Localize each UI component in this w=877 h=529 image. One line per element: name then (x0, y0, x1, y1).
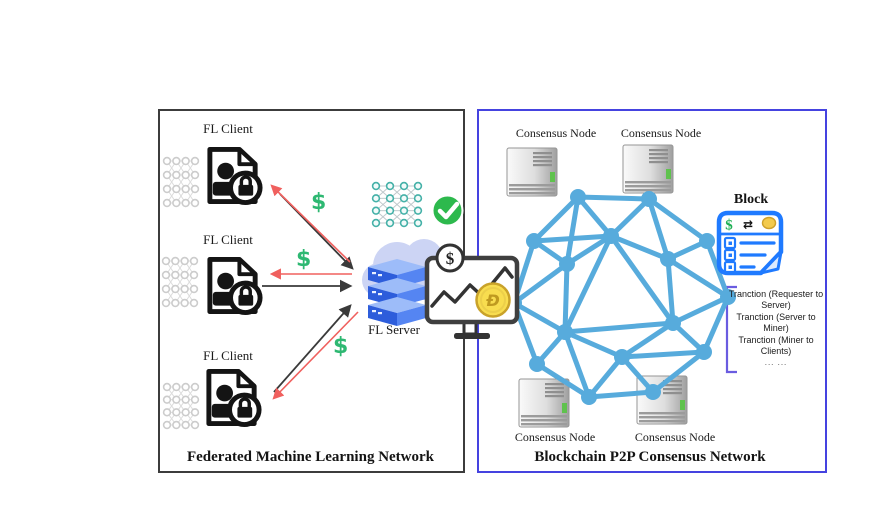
fl-client-3-label: FL Client (203, 348, 253, 363)
fl-client-2-label: FL Client (203, 232, 253, 247)
price-badge-icon: $ (435, 243, 465, 273)
block-ledger-icon: $ ⇄ (716, 210, 784, 276)
transactions-bracket (725, 285, 737, 374)
block-title: Block (733, 192, 769, 207)
client-data-lock-icon (202, 254, 265, 316)
neural-network-icon (161, 256, 199, 308)
reward-arrow-client1 (270, 184, 351, 263)
p2p-network-graph (505, 182, 737, 410)
consensus-node-label: Consensus Node (514, 430, 596, 444)
transaction-ellipsis: ... ... (764, 358, 788, 367)
svg-text:$: $ (446, 249, 455, 268)
global-model-neural-network-icon (371, 181, 423, 228)
client-data-lock-icon (202, 144, 265, 206)
upload-arrow-client3 (273, 304, 352, 393)
transaction-item: Tranction (Requester to Server) (728, 289, 824, 310)
transactions-list: Tranction (Requester to Server) Tranctio… (723, 289, 829, 369)
fl-client-1-label: FL Client (203, 121, 253, 136)
transaction-item: Tranction (Miner to Clients) (738, 335, 814, 356)
dollar-icon: $ (311, 190, 327, 215)
consensus-node-label: Consensus Node (634, 430, 716, 444)
dollar-icon: $ (333, 334, 349, 359)
coin-icon (761, 216, 777, 230)
monitor-chart-icon: Đ $ (424, 243, 520, 339)
server-stack-icon (368, 259, 426, 326)
consensus-node-label: Consensus Node (515, 126, 597, 140)
right-panel-title: Blockchain P2P Consensus Network (534, 449, 766, 465)
transfer-arrows-icon: ⇄ (743, 218, 753, 232)
dash-coin-icon: Đ (475, 282, 511, 318)
reward-arrow-client3 (272, 311, 359, 400)
left-panel-title: Federated Machine Learning Network (186, 449, 435, 465)
block-dollar-icon: $ (725, 218, 733, 234)
consensus-node-label: Consensus Node (620, 126, 702, 140)
neural-network-icon (162, 156, 200, 208)
block-list-rows (723, 236, 776, 274)
dollar-icon: $ (296, 247, 312, 272)
neural-network-icon (162, 382, 200, 430)
check-icon (431, 194, 464, 227)
svg-text:Đ: Đ (485, 291, 500, 310)
client-data-lock-icon (201, 366, 264, 428)
transaction-item: Tranction (Server to Miner) (736, 312, 816, 333)
fl-server-label: FL Server (368, 322, 420, 337)
